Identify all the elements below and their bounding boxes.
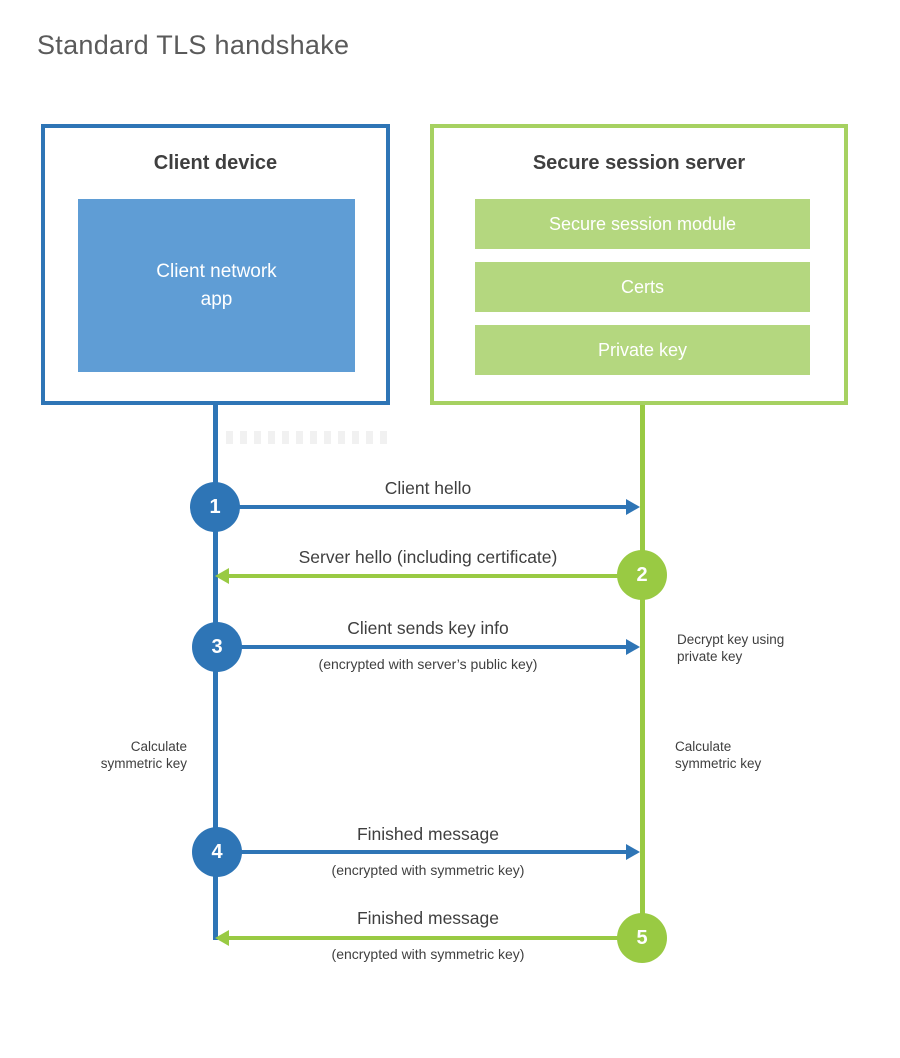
server-title: Secure session server	[532, 152, 746, 174]
step-5-circle: 5	[617, 913, 667, 963]
message-1-arrow-line	[215, 505, 627, 509]
calculate-symmetric-key-note-server: Calculate symmetric key	[675, 738, 805, 772]
message-5-sublabel: (encrypted with symmetric key)	[331, 946, 525, 962]
message-5-arrow-line	[229, 936, 642, 940]
decrypt-key-note-line2: private key	[677, 649, 743, 664]
message-2-arrow-line	[229, 574, 642, 578]
message-4-label: Finished message	[356, 824, 500, 844]
message-3-arrow-line	[215, 645, 627, 649]
client-lifeline	[213, 405, 218, 940]
calc-note-client-line2: symmetric key	[100, 756, 187, 771]
message-5-label: Finished message	[356, 908, 500, 928]
calc-note-server-line2: symmetric key	[675, 756, 762, 771]
message-4-arrow-line	[215, 850, 627, 854]
decrypt-key-note: Decrypt key using private key	[677, 631, 827, 665]
arrow-right-icon	[626, 844, 640, 860]
arrow-right-icon	[626, 499, 640, 515]
calc-note-client-line1: Calculate	[130, 739, 187, 754]
client-device-title: Client device	[153, 152, 278, 174]
server-module-secure-session: Secure session module	[475, 199, 810, 249]
message-1-label: Client hello	[384, 478, 472, 498]
arrow-left-icon	[215, 568, 229, 584]
decrypt-key-note-line1: Decrypt key using	[677, 632, 785, 647]
client-network-app-box: Client network app	[78, 199, 355, 372]
page-title: Standard TLS handshake	[37, 30, 350, 60]
message-3-label: Client sends key info	[347, 618, 509, 638]
step-1-circle: 1	[190, 482, 240, 532]
message-3-sublabel: (encrypted with server’s public key)	[318, 656, 538, 672]
message-4-sublabel: (encrypted with symmetric key)	[331, 862, 525, 878]
client-app-label-line2: app	[200, 288, 233, 310]
step-3-circle: 3	[192, 622, 242, 672]
arrow-left-icon	[215, 930, 229, 946]
server-lifeline	[640, 405, 645, 938]
calc-note-server-line1: Calculate	[675, 739, 732, 754]
server-module-private-key: Private key	[475, 325, 810, 375]
server-module-certs: Certs	[475, 262, 810, 312]
step-2-circle: 2	[617, 550, 667, 600]
client-app-label-line1: Client network	[156, 260, 277, 282]
arrow-right-icon	[626, 639, 640, 655]
step-4-circle: 4	[192, 827, 242, 877]
faint-dashed-line	[226, 431, 394, 444]
calculate-symmetric-key-note-client: Calculate symmetric key	[57, 738, 187, 772]
message-2-label: Server hello (including certificate)	[298, 547, 558, 567]
